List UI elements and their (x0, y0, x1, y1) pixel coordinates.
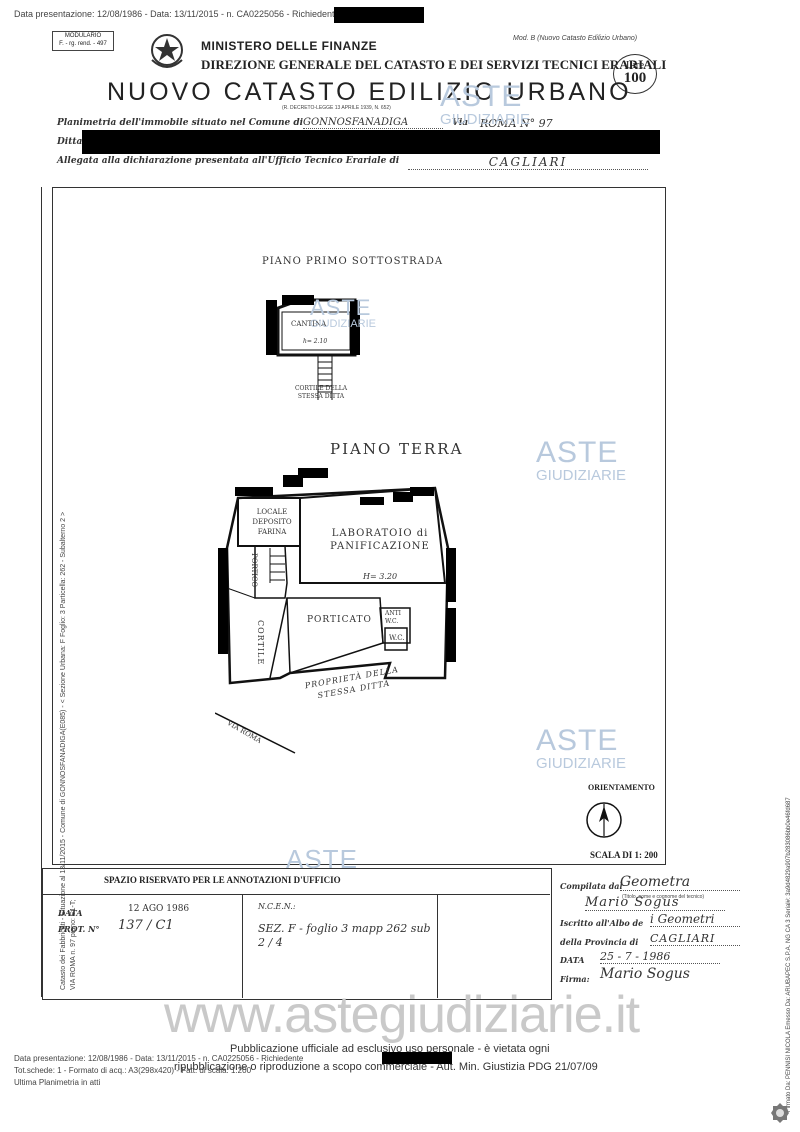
office-prot-value: 137 / C1 (118, 918, 174, 933)
notice-line-1: Pubblicazione ufficiale ad esclusivo uso… (230, 1043, 550, 1055)
footer-line-2: Tot.schede: 1 - Formato di acq.: A3(298x… (14, 1066, 252, 1075)
watermark-aste-top: ASTE GIUDIZIARIE (440, 80, 531, 128)
cortile-stessa-label: CORTILE DELLA STESSA DITTA (294, 385, 348, 400)
watermark-site: www.astegiudiziarie.it (164, 986, 640, 1044)
laboratorio-height: H= 3.20 (363, 572, 398, 581)
provincia-label: della Provincia di (560, 937, 639, 947)
ministry-name: MINISTERO DELLE FINANZE (201, 39, 378, 53)
redaction-pt-1 (235, 487, 273, 496)
stamp-lire-label: Lire (625, 59, 645, 71)
albo-value: i Geometri (650, 912, 740, 927)
redaction-pt-3 (298, 468, 328, 478)
side-left-cadastral: Catasto dei Fabbricati - Situazione al 1… (60, 511, 67, 990)
stamp-lire-value: 100 (623, 70, 647, 86)
decree-reference: (R. DECRETO-LEGGE 13 APRILE 1939, N. 652… (282, 105, 391, 111)
mod-b-label: Mod. B (Nuovo Catasto Edilizio Urbano) (513, 35, 638, 42)
seal-icon (771, 1103, 789, 1123)
office-prot-label: PROT. N° (58, 924, 100, 934)
redaction-cantina-left (266, 300, 277, 355)
redaction-pt-2 (283, 475, 303, 487)
footer-line-1: Data presentazione: 12/08/1986 - Data: 1… (14, 1054, 304, 1063)
allegata-label: Allegata alla dichiarazione presentata a… (57, 156, 400, 166)
watermark-aste-mid: ASTE GIUDIZIARIE (536, 436, 627, 484)
side-right-signature: Firmato Da: PENNISI NICOLA Emesso Da: AR… (786, 797, 792, 1112)
office-annotations-box (42, 868, 552, 1000)
modulario-box: MODULARIO F. - rg. rend. - 497 (52, 31, 114, 51)
porticato-label: PORTICATO (307, 615, 372, 625)
redaction-cantina-top (282, 295, 314, 305)
sez-foglio-value: SEZ. F - foglio 3 mapp 262 sub 2 / 4 (258, 922, 431, 949)
redaction-pt-right2 (446, 608, 456, 662)
redaction-pt-4 (360, 497, 384, 505)
redaction-cantina-right (350, 300, 360, 355)
ufficio-value: CAGLIARI (408, 155, 648, 170)
piano-terra-drawing (215, 486, 450, 754)
compiler-name: Mario Sogus (585, 895, 725, 911)
watermark-aste-cantina: ASTE GIUDIZIARIE (310, 295, 377, 330)
redaction-pt-right1 (446, 548, 456, 602)
compiler-data-value: 25 - 7 - 1986 (600, 950, 720, 964)
modulario-label: MODULARIO (64, 33, 102, 39)
floor1-title: PIANO PRIMO SOTTOSTRADA (262, 256, 444, 267)
scala-label: SCALA DI 1: 200 (590, 850, 658, 860)
locale-deposito-label: LOCALE DEPOSITO FARINA (252, 508, 292, 536)
albo-label: Iscritto all'Albo de (560, 918, 644, 928)
republic-emblem-icon (147, 30, 187, 72)
footer-line-3: Ultima Planimetria in atti (14, 1078, 101, 1087)
wc-label: W.C. (389, 634, 405, 642)
office-heading-rule (42, 894, 550, 895)
redaction-requester-footer (382, 1052, 452, 1064)
compilata-note: (Titolo, nome e cognome del tecnico) (622, 894, 705, 900)
anti-wc-label: ANTI W.C. (385, 610, 401, 625)
top-presentation-line: Data presentazione: 12/08/1986 - Data: 1… (14, 9, 340, 19)
redaction-pt-left (218, 548, 228, 654)
side-left-address: VIA ROMA n. 97 piano: S1-T; (70, 899, 77, 990)
office-heading: SPAZIO RISERVATO PER LE ANNOTAZIONI D'UF… (104, 875, 341, 885)
planimetria-label: Planimetria dell'immobile situato nel Co… (57, 118, 304, 128)
firma-signature: Mario Sogus (600, 966, 690, 982)
modulario-sub: F. - rg. rend. - 497 (59, 41, 107, 47)
office-data-value: 12 AGO 1986 (128, 904, 190, 914)
north-arrow-icon (586, 802, 622, 838)
redaction-ditta (82, 130, 660, 154)
stamp-lire-100: Lire 100 (613, 54, 657, 94)
ncen-label: N.C.E.N.: (258, 902, 296, 911)
firma-label: Firma: (560, 974, 590, 984)
floor0-title: PIANO TERRA (330, 440, 464, 458)
cantina-label: CANTINA (291, 320, 327, 328)
redaction-pt-6 (410, 487, 434, 496)
comune-value: GONNOSFANADIGA (303, 117, 443, 129)
document-title: NUOVO CATASTO EDILIZIO URBANO (107, 78, 632, 106)
left-band-line (41, 187, 42, 997)
orientamento-label: ORIENTAMENTO (588, 783, 655, 792)
notice-line-2: ripubblicazione o riproduzione a scopo c… (174, 1061, 598, 1073)
watermark-aste-low: ASTE GIUDIZIARIE (536, 724, 627, 772)
compiler-data-label: DATA (560, 955, 585, 965)
cantina-height: h= 2.10 (303, 338, 328, 345)
cortile-label: CORTILE (256, 620, 265, 666)
redaction-pt-5 (393, 492, 413, 502)
watermark-aste-office: ASTE (286, 844, 358, 874)
direzione-name: DIREZIONE GENERALE DEL CATASTO E DEI SER… (201, 57, 667, 72)
office-data-label: DATA (58, 908, 83, 918)
compilata-label: Compilata dal (560, 881, 623, 891)
ditta-label: Ditta (57, 137, 83, 147)
portico-label: PORTICO (250, 553, 258, 588)
office-divider (242, 894, 243, 998)
laboratorio-label: LABORATOIO di PANIFICAZIONE (330, 528, 430, 552)
via-label: Via (452, 118, 469, 128)
compilata-value: Geometra (620, 874, 740, 891)
provincia-value: CAGLIARI (650, 932, 740, 946)
plan-frame (52, 187, 666, 865)
office-divider-2 (437, 894, 438, 998)
redaction-requester-top (334, 7, 424, 23)
